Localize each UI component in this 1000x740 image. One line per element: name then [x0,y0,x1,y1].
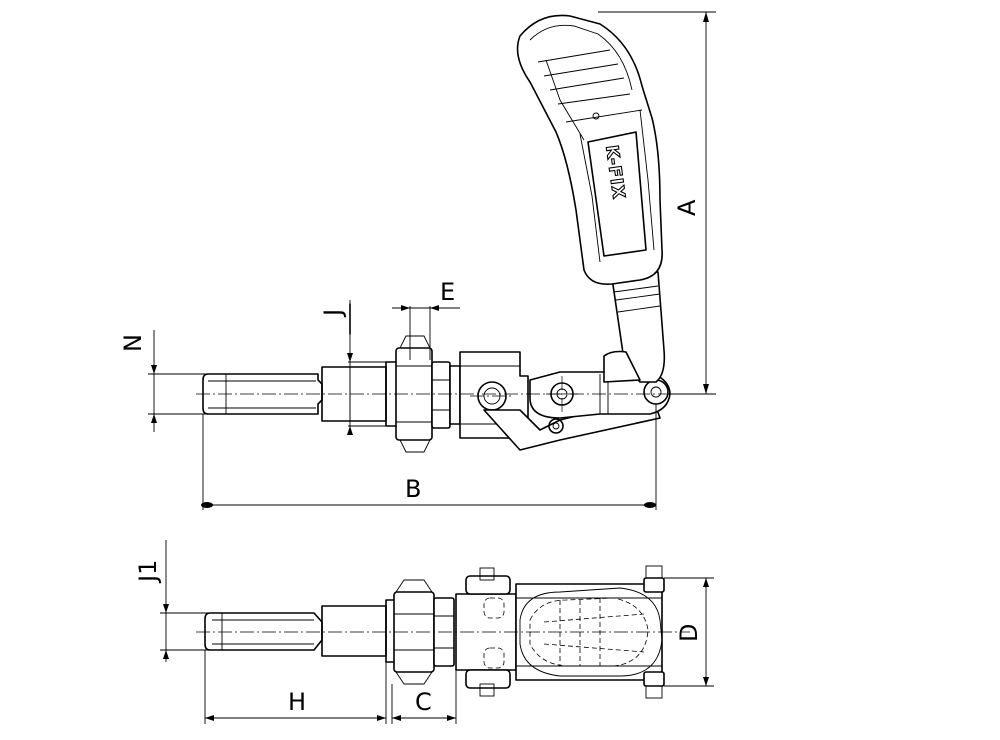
dimension-h: H [204,650,387,724]
label-c: C [415,688,432,716]
side-elevation-view: K-FIX A B [119,11,716,510]
dimension-n: N [119,330,210,432]
linkage-arms [483,371,671,451]
label-e: E [440,278,455,306]
dimension-d: D [664,577,714,687]
label-n: N [119,334,147,352]
dimension-a: A [598,11,716,395]
plan-lock-nut [393,579,455,685]
dimension-e: E [392,278,460,360]
label-d: D [675,624,703,642]
dimension-c: C [391,670,457,724]
dimension-b: B [201,404,657,510]
label-j: J [319,309,347,318]
plan-view: J1 H C D [134,540,714,724]
plan-plunger-rod [204,599,397,663]
handle-grip: K-FIX [516,14,663,286]
label-h: H [288,688,306,716]
plan-handle [519,565,665,699]
lock-nut [395,335,451,453]
brand-plate [587,131,647,257]
dimension-j1: J1 [134,540,212,662]
handle-shaft [603,271,666,383]
label-a: A [673,199,701,216]
label-j1: J1 [134,560,162,584]
label-b: B [405,475,421,503]
dimension-j: J [319,300,394,435]
